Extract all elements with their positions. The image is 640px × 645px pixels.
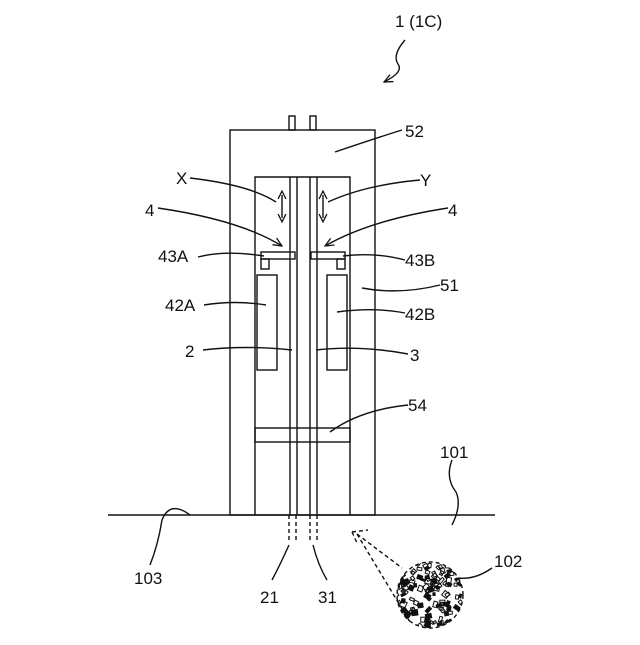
soil-particle bbox=[397, 571, 400, 577]
soil-particle bbox=[458, 565, 464, 570]
soil-particle bbox=[399, 620, 405, 626]
soil-particle bbox=[437, 622, 442, 625]
leader-X bbox=[190, 178, 276, 202]
soil-particle bbox=[432, 571, 437, 577]
soil-particle bbox=[395, 584, 400, 588]
soil-particle bbox=[455, 595, 458, 599]
soil-particle bbox=[425, 575, 429, 579]
contact-43B-foot bbox=[337, 259, 345, 269]
soil-particle bbox=[433, 601, 438, 607]
soil-particle bbox=[458, 560, 462, 564]
soil-particle bbox=[460, 572, 463, 575]
soil-particle bbox=[450, 622, 455, 627]
magnifier-tip bbox=[352, 530, 368, 532]
reference-labels: 1 (1C) 52 X Y 4 4 43A 43B 51 42A 42B 2 3… bbox=[134, 12, 522, 607]
leader-103 bbox=[150, 509, 190, 565]
soil-particle bbox=[439, 606, 445, 612]
soil-particle bbox=[399, 561, 405, 566]
soil-particle bbox=[403, 579, 409, 585]
soil-particle bbox=[425, 613, 432, 618]
top-connector-right bbox=[310, 116, 316, 130]
label-X: X bbox=[176, 169, 187, 188]
leader-2 bbox=[203, 348, 292, 351]
label-3: 3 bbox=[410, 346, 419, 365]
soil-particle bbox=[395, 609, 401, 615]
leader-title bbox=[384, 40, 405, 82]
soil-particles bbox=[395, 559, 464, 630]
label-54: 54 bbox=[408, 396, 427, 415]
leader-3 bbox=[316, 348, 408, 354]
label-42B: 42B bbox=[405, 305, 435, 324]
leader-21 bbox=[272, 545, 289, 580]
magnifier-tip-2 bbox=[352, 532, 357, 543]
leader-43B bbox=[343, 255, 405, 260]
label-4-right: 4 bbox=[448, 201, 457, 220]
soil-particle bbox=[395, 624, 400, 628]
soil-particle bbox=[417, 567, 422, 570]
soil-particle bbox=[459, 594, 462, 598]
soil-particle bbox=[452, 622, 459, 627]
soil-particle bbox=[401, 593, 406, 597]
soil-particle bbox=[433, 593, 435, 596]
leader-4a bbox=[158, 208, 282, 246]
label-4-left: 4 bbox=[145, 201, 154, 220]
soil-particle bbox=[416, 623, 423, 630]
top-connector-left bbox=[289, 116, 295, 130]
plate-54 bbox=[255, 428, 350, 442]
leader-31 bbox=[313, 545, 327, 580]
label-43A: 43A bbox=[158, 247, 189, 266]
soil-particle bbox=[425, 570, 430, 574]
label-52: 52 bbox=[405, 122, 424, 141]
soil-particle bbox=[427, 586, 433, 593]
label-Y: Y bbox=[420, 171, 431, 190]
soil-particle bbox=[425, 607, 431, 614]
soil-particle bbox=[402, 559, 409, 566]
soil-particle bbox=[409, 597, 414, 601]
label-51: 51 bbox=[440, 276, 459, 295]
leader-4b bbox=[325, 208, 448, 246]
label-42A: 42A bbox=[165, 296, 196, 315]
outer-housing-51 bbox=[230, 130, 375, 515]
block-42A bbox=[257, 275, 277, 370]
contact-43A-foot bbox=[261, 259, 269, 269]
label-43B: 43B bbox=[405, 251, 435, 270]
label-102: 102 bbox=[494, 552, 522, 571]
soil-particle bbox=[453, 605, 460, 611]
label-21: 21 bbox=[260, 588, 279, 607]
contact-43B bbox=[311, 252, 345, 259]
soil-particle bbox=[454, 583, 457, 586]
leader-51 bbox=[362, 285, 440, 291]
label-103: 103 bbox=[134, 569, 162, 588]
soil-particle bbox=[401, 565, 404, 568]
soil-particle bbox=[417, 585, 423, 592]
soil-particle bbox=[399, 617, 405, 622]
inner-housing bbox=[255, 177, 350, 515]
block-42B bbox=[327, 275, 347, 370]
leader-Y bbox=[328, 180, 420, 202]
soil-particle bbox=[448, 611, 452, 614]
soil-particle bbox=[414, 584, 417, 588]
leader-43A bbox=[198, 253, 264, 257]
soil-particle bbox=[402, 618, 406, 622]
soil-particle bbox=[458, 612, 464, 617]
label-title-ref: 1 (1C) bbox=[395, 12, 442, 31]
label-101: 101 bbox=[440, 443, 468, 462]
soil-particle bbox=[404, 559, 411, 566]
magnifier-line-top bbox=[357, 534, 402, 568]
soil-particle bbox=[400, 619, 408, 626]
soil-particle bbox=[459, 619, 463, 623]
leader-102 bbox=[458, 568, 492, 578]
soil-particle bbox=[403, 619, 408, 624]
leader-52 bbox=[335, 130, 402, 152]
soil-particle bbox=[440, 600, 445, 602]
soil-particle bbox=[413, 600, 418, 605]
soil-particle bbox=[454, 567, 459, 571]
soil-particle bbox=[395, 611, 401, 616]
label-31: 31 bbox=[318, 588, 337, 607]
label-2: 2 bbox=[185, 342, 194, 361]
soil-particle bbox=[455, 567, 460, 572]
